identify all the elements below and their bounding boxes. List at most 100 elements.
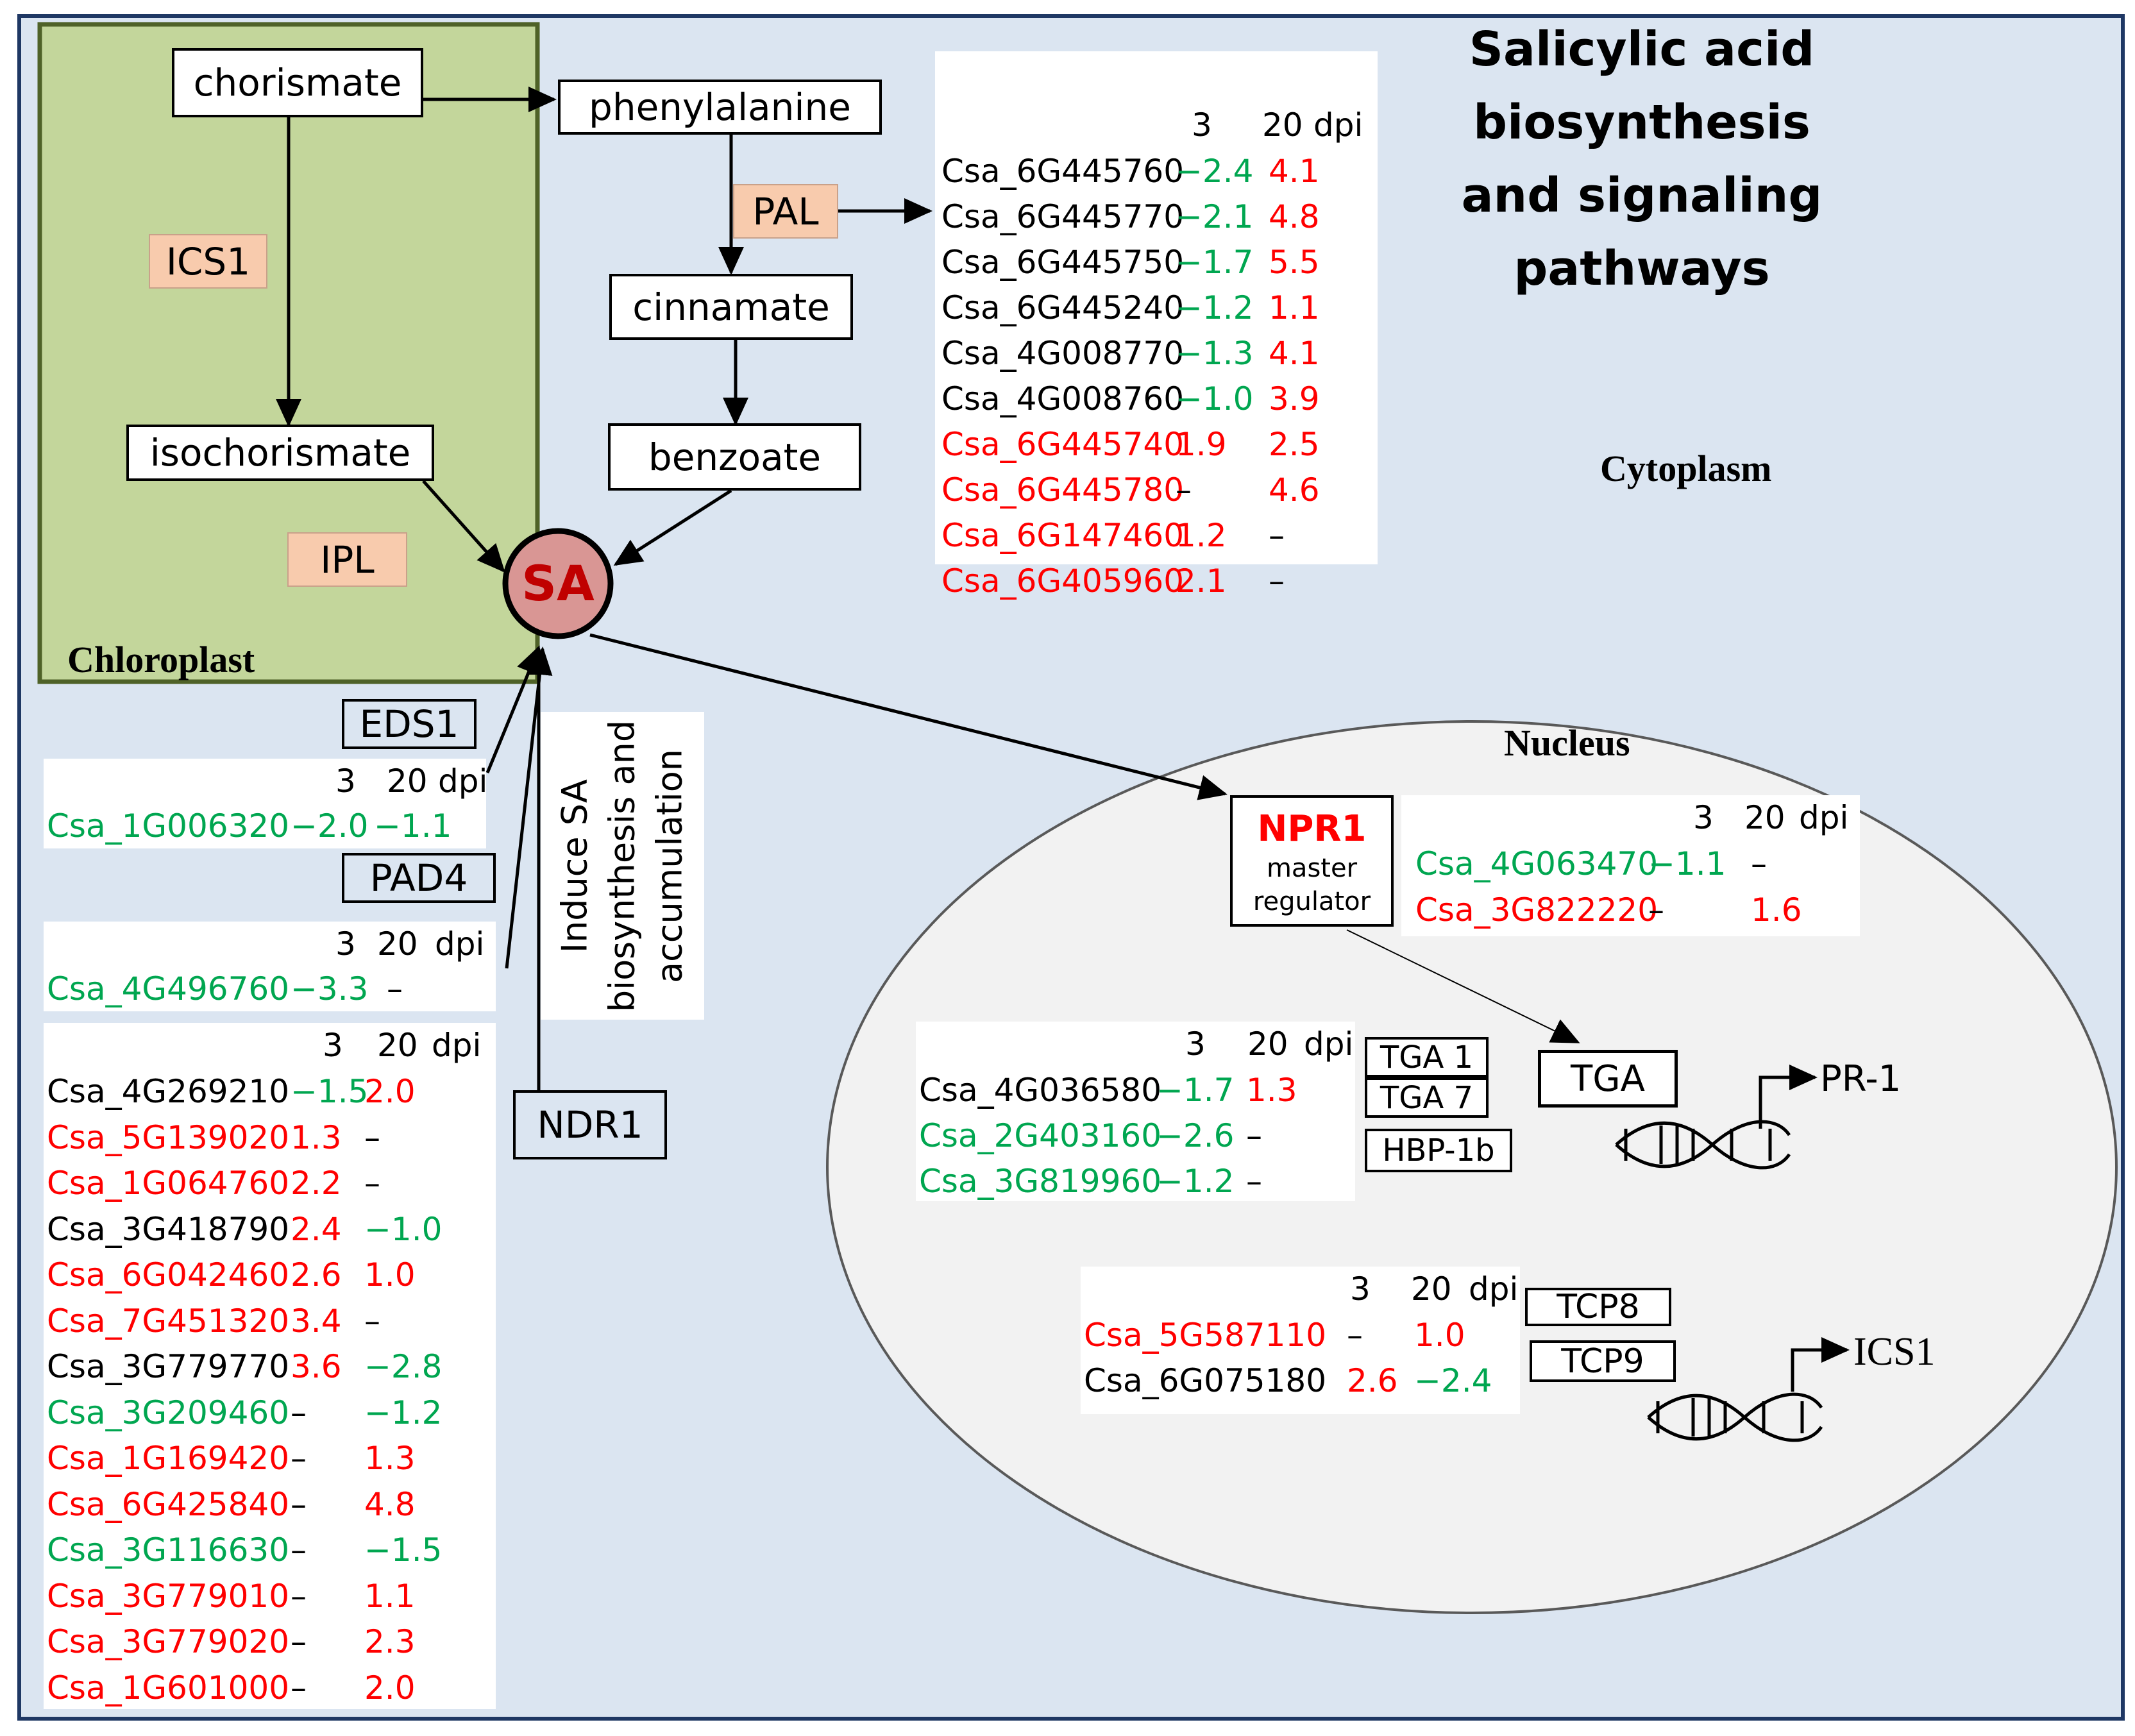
value-3dpi: – <box>291 1440 307 1477</box>
col-header-3: 3 <box>1693 799 1714 836</box>
ics1-enzyme: ICS1 <box>149 234 267 289</box>
value-3dpi: – <box>291 1531 307 1569</box>
value-20dpi: 1.3 <box>364 1440 416 1477</box>
value-3dpi: – <box>1347 1317 1363 1354</box>
col-header-3: 3 <box>335 925 356 963</box>
chloroplast-label: Chloroplast <box>67 639 255 680</box>
gene-id: Csa_1G064760 <box>47 1165 290 1202</box>
value-20dpi: 4.1 <box>1269 335 1320 372</box>
value-3dpi: 1.3 <box>291 1118 342 1156</box>
value-3dpi: 2.6 <box>291 1256 342 1294</box>
value-3dpi: −2.0 <box>291 807 369 845</box>
value-3dpi: 3.6 <box>291 1348 342 1385</box>
title-line: biosynthesis <box>1473 95 1810 150</box>
value-20dpi: 5.5 <box>1269 244 1320 281</box>
table-row: Csa_1G169420– 1.3 <box>44 1436 496 1481</box>
col-header-unit: dpi <box>435 925 485 963</box>
eds1-box: EDS1 <box>342 699 477 749</box>
table-row: Csa_4G063470−1.1– <box>1401 841 1860 886</box>
table-row: Csa_3G819960−1.2– <box>916 1159 1355 1204</box>
value-3dpi: – <box>291 1485 307 1523</box>
hbp1b-box: HBP-1b <box>1365 1129 1512 1172</box>
table-row: Csa_5G587110– 1.0 <box>1081 1313 1520 1358</box>
value-20dpi: 2.0 <box>364 1073 416 1110</box>
value-3dpi: 2.1 <box>1176 562 1227 600</box>
gene-id: Csa_3G209460 <box>47 1394 290 1431</box>
gene-id: Csa_1G169420 <box>47 1440 290 1477</box>
gene-id: Csa_3G418790 <box>47 1210 290 1248</box>
arrow-isochorismate-sa <box>422 480 505 573</box>
npr1-box: NPR1 master regulator <box>1230 795 1394 927</box>
arrow-sa-npr1 <box>589 633 1228 800</box>
benzoate-node: benzoate <box>608 423 861 491</box>
pal-enzyme: PAL <box>733 184 838 239</box>
col-header-20: 20 <box>387 763 428 800</box>
value-3dpi: – <box>291 1669 307 1707</box>
gene-id: Csa_6G445750 <box>941 244 1185 281</box>
col-header-20: 20 <box>1247 1025 1288 1063</box>
gene-id: Csa_7G451320 <box>47 1302 290 1340</box>
gene-id: Csa_6G147460 <box>941 517 1185 554</box>
col-header-unit: dpi <box>432 1027 482 1064</box>
value-20dpi: −1.5 <box>364 1531 443 1569</box>
value-20dpi: 4.6 <box>1269 471 1320 509</box>
col-header-3: 3 <box>1185 1025 1206 1063</box>
col-header-unit: dpi <box>1469 1270 1519 1308</box>
gene-id: Csa_5G587110 <box>1084 1317 1327 1354</box>
value-3dpi: −1.7 <box>1156 1072 1235 1109</box>
value-20dpi: – <box>364 1118 380 1156</box>
value-3dpi: −1.7 <box>1176 244 1254 281</box>
value-20dpi: −2.8 <box>364 1348 443 1385</box>
value-3dpi: −1.2 <box>1176 289 1254 326</box>
col-header-20: 20 <box>1744 799 1785 836</box>
value-3dpi: 1.9 <box>1176 426 1227 463</box>
col-header-3: 3 <box>1350 1270 1371 1308</box>
gene-id: Csa_1G601000 <box>47 1669 290 1707</box>
npr1-sub: master <box>1266 854 1358 883</box>
gene-id: Csa_6G445240 <box>941 289 1185 326</box>
induce-line: accumulation <box>649 748 689 984</box>
gene-id: Csa_6G042460 <box>47 1256 290 1294</box>
gene-id: Csa_6G425840 <box>47 1485 290 1523</box>
gene-id: Csa_6G405960 <box>941 562 1185 600</box>
arrow-ics1-promoter <box>1791 1337 1850 1392</box>
col-header-20: 20 <box>377 925 418 963</box>
table-row: Csa_2G403160−2.6– <box>916 1113 1355 1158</box>
table-row: Csa_1G006320−2.0−1.1 <box>44 804 486 848</box>
dna-helix-icon <box>1647 1392 1823 1442</box>
pad4-box: PAD4 <box>342 853 496 903</box>
arrow-pad4-sa <box>505 646 553 969</box>
value-20dpi: 1.0 <box>1414 1317 1465 1354</box>
gene-id: Csa_4G008770 <box>941 335 1185 372</box>
value-3dpi: 3.4 <box>291 1302 342 1340</box>
col-header-20: 20 <box>1262 106 1303 144</box>
col-header-3: 3 <box>1192 106 1212 144</box>
gene-id: Csa_4G496760 <box>47 970 290 1007</box>
gene-id: Csa_6G445760 <box>941 153 1185 190</box>
value-20dpi: 1.0 <box>364 1256 416 1294</box>
table-row: Csa_3G822220–1.6 <box>1401 888 1860 932</box>
value-3dpi: 2.2 <box>291 1165 342 1202</box>
ics1-target-label: ICS1 <box>1853 1330 1936 1374</box>
gene-id: Csa_6G445770 <box>941 198 1185 235</box>
value-20dpi: – <box>364 1165 380 1202</box>
title-line: pathways <box>1514 241 1770 296</box>
value-20dpi: 3.9 <box>1269 380 1320 417</box>
value-20dpi: – <box>1246 1163 1262 1200</box>
induce-line: biosynthesis and <box>602 720 642 1013</box>
gene-id: Csa_1G006320 <box>47 807 290 845</box>
title-line: and signaling <box>1461 168 1823 223</box>
value-20dpi: 1.1 <box>364 1577 416 1615</box>
